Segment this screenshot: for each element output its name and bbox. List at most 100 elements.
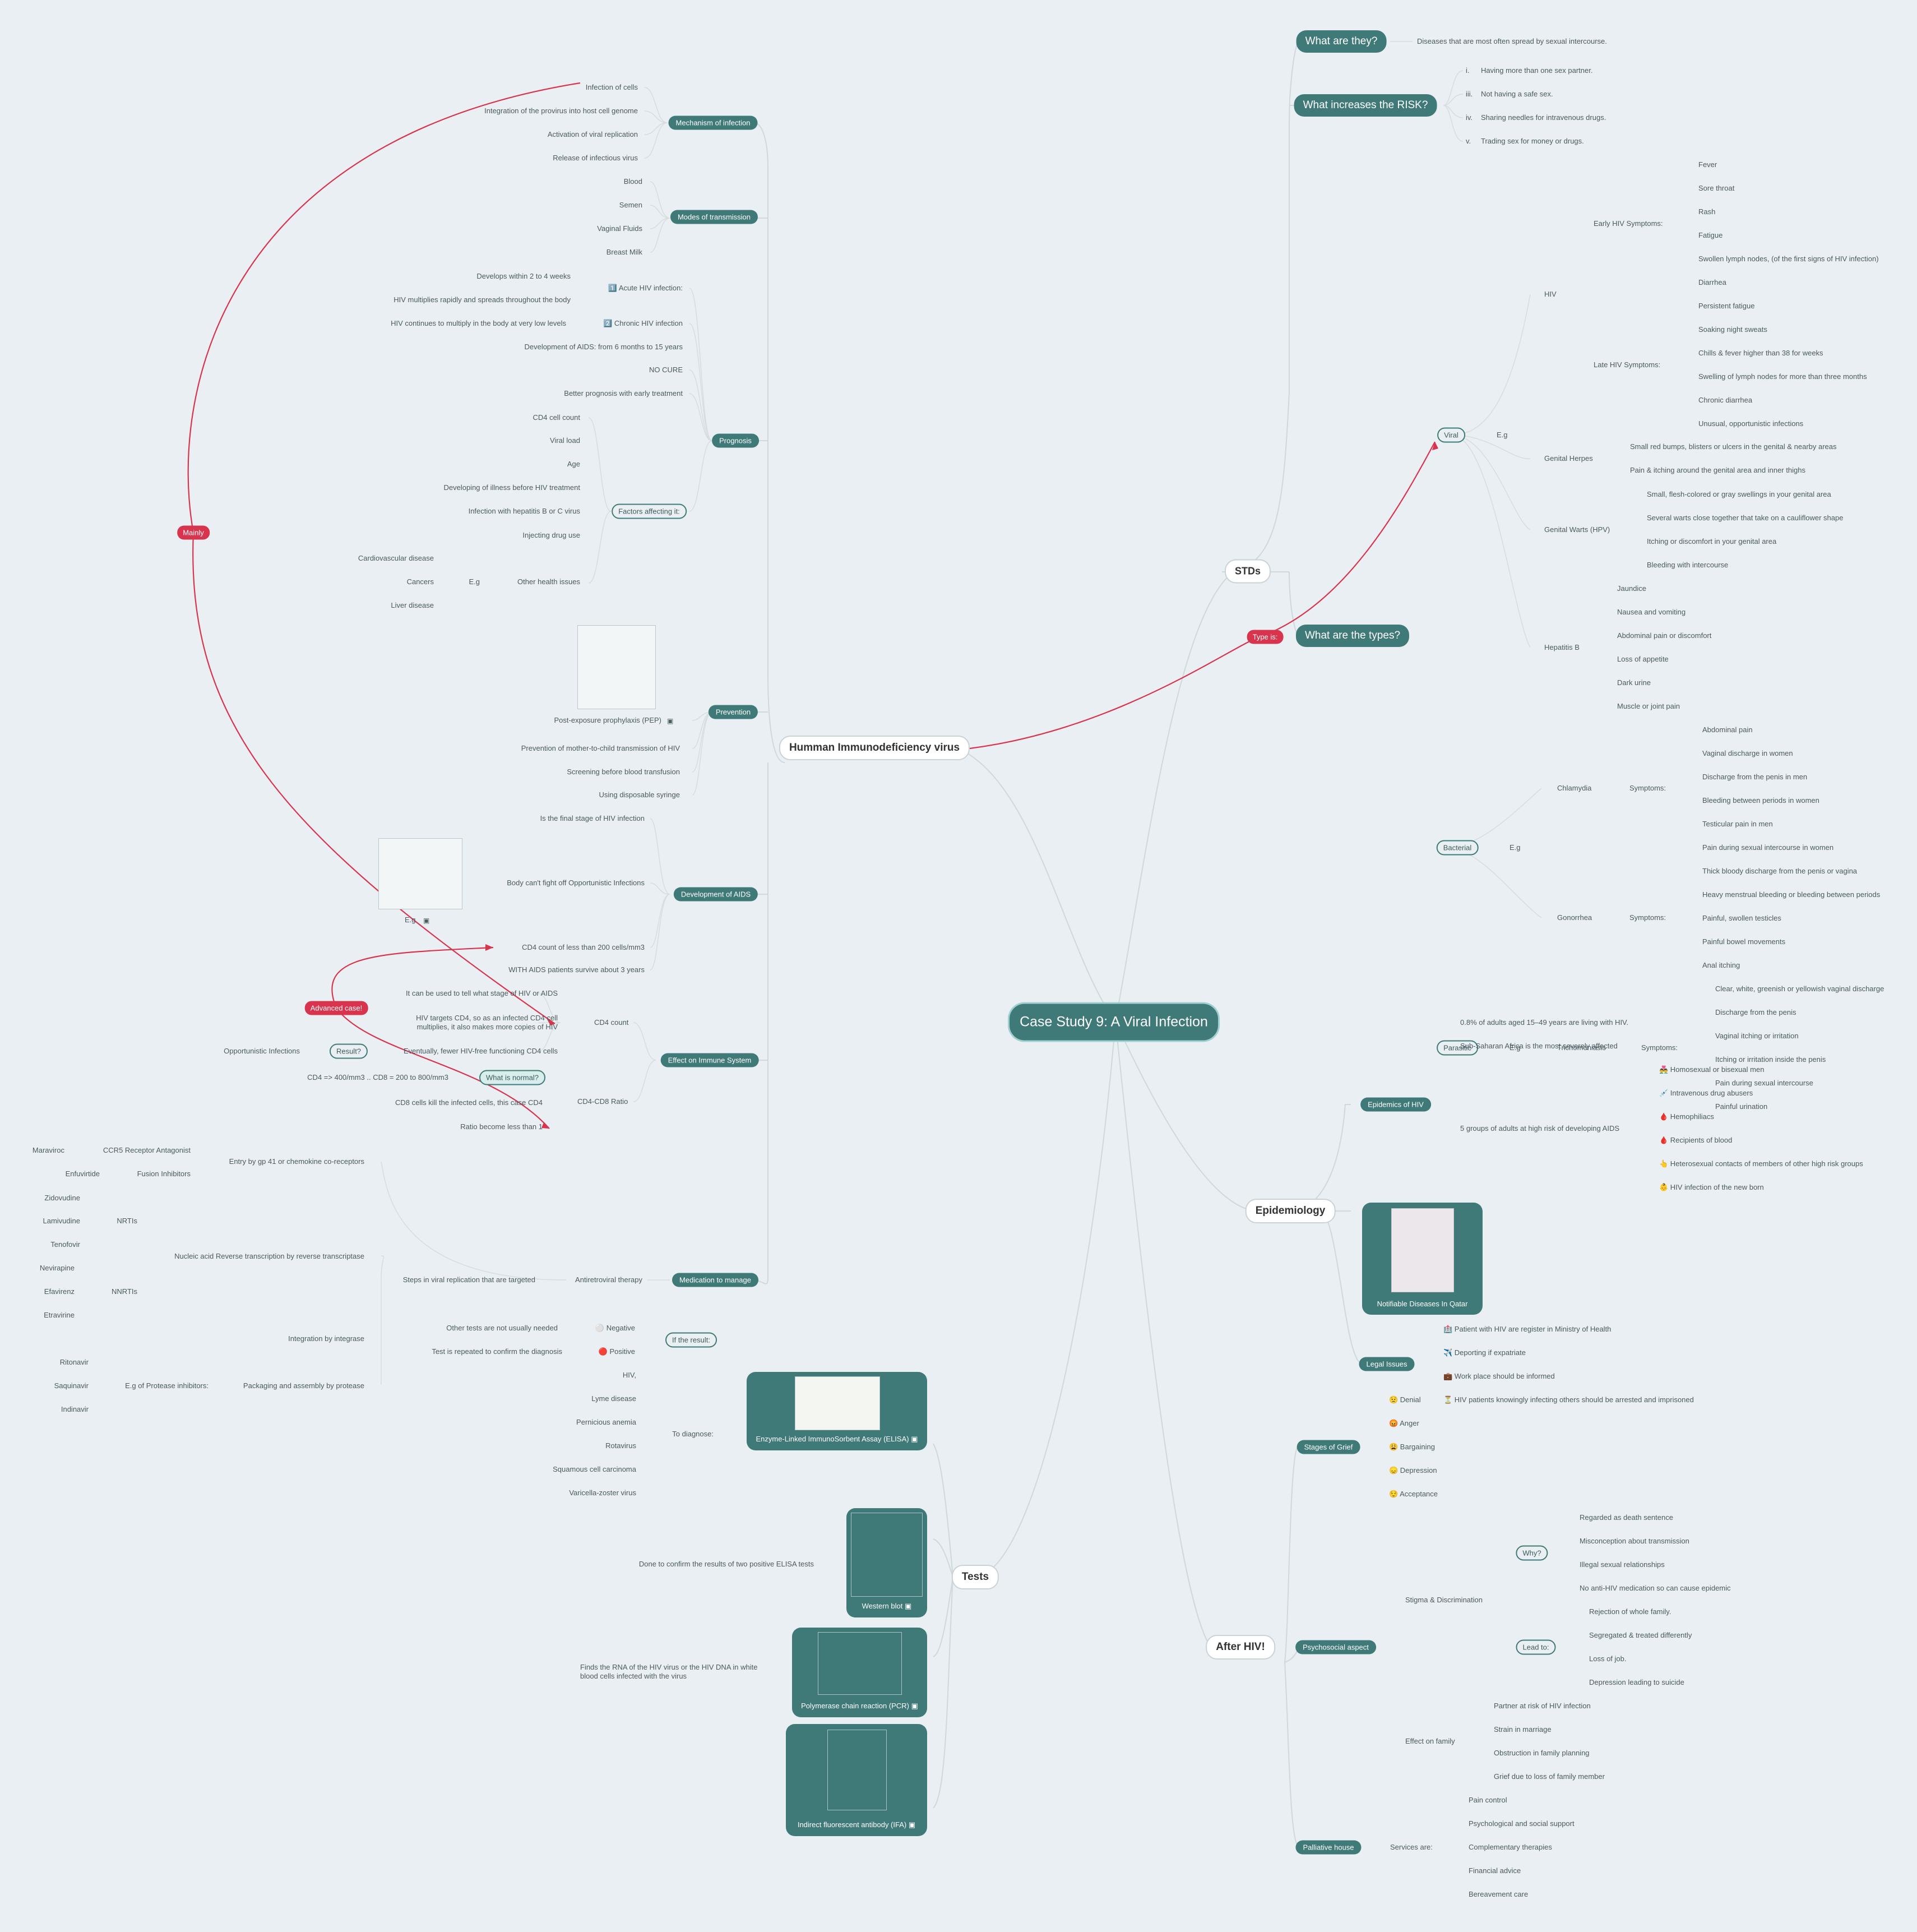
leaf[interactable]: Symptoms:	[1629, 784, 1666, 792]
card-western-blot[interactable]: Western blot ▣	[846, 1508, 927, 1617]
leaf[interactable]: Discharge from the penis in men	[1702, 773, 1808, 781]
leaf[interactable]: Vaginal itching or irritation	[1715, 1032, 1799, 1040]
leaf[interactable]: Lamivudine	[43, 1217, 81, 1225]
leaf[interactable]: NO CURE	[649, 366, 683, 374]
leaf[interactable]: Integration by integrase	[288, 1334, 364, 1343]
leaf[interactable]: Itching or discomfort in your genital ar…	[1647, 537, 1777, 546]
leaf[interactable]: Several warts close together that take o…	[1647, 514, 1844, 522]
leaf[interactable]: Financial advice	[1469, 1866, 1521, 1875]
leaf[interactable]: Chlamydia	[1557, 784, 1592, 792]
leaf[interactable]: 5 groups of adults at high risk of devel…	[1460, 1124, 1620, 1133]
leaf[interactable]: Grief due to loss of family member	[1494, 1772, 1605, 1781]
leaf[interactable]: Sharing needles for intravenous drugs.	[1481, 113, 1606, 122]
node-parasitic[interactable]: Parasitic	[1437, 1040, 1478, 1056]
leaf[interactable]: Integration of the provirus into host ce…	[484, 107, 638, 115]
leaf[interactable]: Nucleic acid Reverse transcription by re…	[174, 1252, 364, 1260]
leaf[interactable]: Small red bumps, blisters or ulcers in t…	[1630, 442, 1837, 451]
leaf[interactable]: Segregated & treated differently	[1589, 1631, 1692, 1639]
leaf[interactable]: Sub-Saharan Africa is the most severely …	[1460, 1042, 1618, 1050]
leaf[interactable]: It can be used to tell what stage of HIV…	[406, 989, 558, 997]
leaf[interactable]: Using disposable syringe	[599, 791, 680, 799]
leaf[interactable]: Abdominal pain	[1702, 725, 1753, 734]
leaf[interactable]: Semen	[619, 201, 642, 209]
leaf[interactable]: Release of infectious virus	[553, 154, 638, 162]
leaf[interactable]: Nevirapine	[39, 1264, 75, 1272]
leaf[interactable]: Fusion Inhibitors	[137, 1170, 191, 1178]
node-medication[interactable]: Medication to manage	[672, 1273, 758, 1287]
leaf[interactable]: Nausea and vomiting	[1617, 608, 1686, 616]
leaf[interactable]: Post-exposure prophylaxis (PEP)	[554, 716, 661, 724]
leaf[interactable]: Not having a safe sex.	[1481, 90, 1553, 98]
leaf[interactable]: Etravirine	[44, 1311, 75, 1319]
main-node-epidemiology[interactable]: Epidemiology	[1245, 1199, 1336, 1223]
node-what-normal[interactable]: What is normal?	[479, 1070, 545, 1085]
node-risk[interactable]: What increases the RISK?	[1294, 94, 1437, 117]
node-development-aids[interactable]: Development of AIDS	[673, 887, 758, 902]
leaf[interactable]: Swollen lymph nodes, (of the first signs…	[1698, 255, 1879, 263]
card-elisa[interactable]: Enzyme-Linked ImmunoSorbent Assay (ELISA…	[747, 1372, 927, 1450]
leaf[interactable]: NNRTIs	[112, 1287, 137, 1296]
card-pcr[interactable]: Polymerase chain reaction (PCR) ▣	[792, 1628, 927, 1717]
leaf[interactable]: Infection with hepatitis B or C virus	[468, 507, 580, 515]
leaf[interactable]: Enfuvirtide	[65, 1170, 100, 1178]
leaf[interactable]: 🩸 Hemophiliacs	[1659, 1112, 1714, 1121]
leaf[interactable]: Thick bloody discharge from the penis or…	[1702, 867, 1858, 875]
leaf[interactable]: 😡 Anger	[1389, 1419, 1419, 1427]
leaf[interactable]: Viral load	[550, 436, 580, 445]
leaf[interactable]: 🔴 Positive	[598, 1347, 635, 1356]
leaf[interactable]: CD4 => 400/mm3 .. CD8 = 200 to 800/mm3	[307, 1073, 448, 1081]
leaf[interactable]: Better prognosis with early treatment	[564, 389, 683, 398]
leaf[interactable]: Painful bowel movements	[1702, 937, 1786, 946]
main-node-hiv[interactable]: Humman Immunodeficiency virus	[779, 736, 970, 760]
leaf[interactable]: Rotavirus	[605, 1441, 636, 1450]
leaf[interactable]: Genital Warts (HPV)	[1544, 525, 1610, 534]
leaf[interactable]: Symptoms:	[1629, 913, 1666, 922]
leaf[interactable]: Lyme disease	[591, 1394, 636, 1403]
leaf[interactable]: Done to confirm the results of two posit…	[638, 1560, 814, 1568]
node-mechanism[interactable]: Mechanism of infection	[668, 115, 758, 130]
leaf[interactable]: Vaginal discharge in women	[1702, 749, 1793, 757]
node-result[interactable]: Result?	[329, 1043, 368, 1059]
leaf[interactable]: Finds the RNA of the HIV virus or the HI…	[580, 1663, 758, 1680]
leaf[interactable]: To diagnose:	[672, 1430, 714, 1438]
leaf[interactable]: WITH AIDS patients survive about 3 years	[508, 965, 645, 974]
leaf[interactable]: Gonorrhea	[1557, 913, 1592, 922]
leaf[interactable]: Dark urine	[1617, 678, 1651, 687]
leaf[interactable]: Partner at risk of HIV infection	[1494, 1702, 1591, 1710]
leaf[interactable]: Bleeding between periods in women	[1702, 796, 1819, 805]
leaf[interactable]: 🩸 Recipients of blood	[1659, 1136, 1733, 1144]
leaf[interactable]: Early HIV Symptoms:	[1594, 219, 1663, 228]
central-topic[interactable]: Case Study 9: A Viral Infection	[1008, 1002, 1220, 1042]
leaf[interactable]: Packaging and assembly by protease	[243, 1381, 364, 1390]
leaf[interactable]: Pain during sexual intercourse	[1715, 1079, 1813, 1087]
leaf[interactable]: E.g	[1509, 1043, 1521, 1052]
leaf[interactable]: Trading sex for money or drugs.	[1481, 137, 1584, 145]
leaf[interactable]: Unusual, opportunistic infections	[1698, 419, 1804, 428]
leaf[interactable]: No anti-HIV medication so can cause epid…	[1580, 1584, 1731, 1592]
card-ifa[interactable]: Indirect fluorescent antibody (IFA) ▣	[786, 1724, 927, 1836]
leaf[interactable]: 😩 Bargaining	[1389, 1443, 1435, 1451]
leaf[interactable]: Fatigue	[1698, 231, 1723, 239]
leaf[interactable]: CCR5 Receptor Antagonist	[103, 1146, 191, 1154]
leaf[interactable]: HIV multiplies rapidly and spreads throu…	[393, 295, 571, 304]
leaf[interactable]: Jaundice	[1617, 584, 1647, 593]
node-lead-to[interactable]: Lead to:	[1516, 1639, 1556, 1655]
leaf[interactable]: Chills & fever higher than 38 for weeks	[1698, 349, 1823, 357]
leaf[interactable]: CD4 count of less than 200 cells/mm3	[522, 943, 645, 951]
leaf[interactable]: Chronic diarrhea	[1698, 396, 1753, 404]
leaf[interactable]: Pain during sexual intercourse in women	[1702, 843, 1834, 852]
card-notifiable-diseases[interactable]: Notifiable Diseases In Qatar	[1362, 1203, 1483, 1315]
leaf[interactable]: Effect on family	[1405, 1737, 1455, 1745]
node-grief[interactable]: Stages of Grief	[1296, 1440, 1360, 1454]
leaf[interactable]: Late HIV Symptoms:	[1594, 360, 1661, 369]
leaf[interactable]: Loss of job.	[1589, 1654, 1627, 1663]
leaf[interactable]: Rejection of whole family.	[1589, 1607, 1671, 1616]
leaf[interactable]: Pernicious anemia	[576, 1418, 636, 1426]
leaf[interactable]: Trichomoniasis	[1557, 1043, 1606, 1052]
leaf[interactable]: E.g	[1497, 431, 1508, 439]
leaf[interactable]: NRTIs	[117, 1217, 137, 1225]
leaf[interactable]: Antiretroviral therapy	[575, 1275, 642, 1284]
leaf[interactable]: HIV targets CD4, so as an infected CD4 c…	[416, 1014, 558, 1031]
label-mainly[interactable]: Mainly	[177, 525, 210, 540]
node-prevention[interactable]: Prevention	[708, 705, 758, 719]
